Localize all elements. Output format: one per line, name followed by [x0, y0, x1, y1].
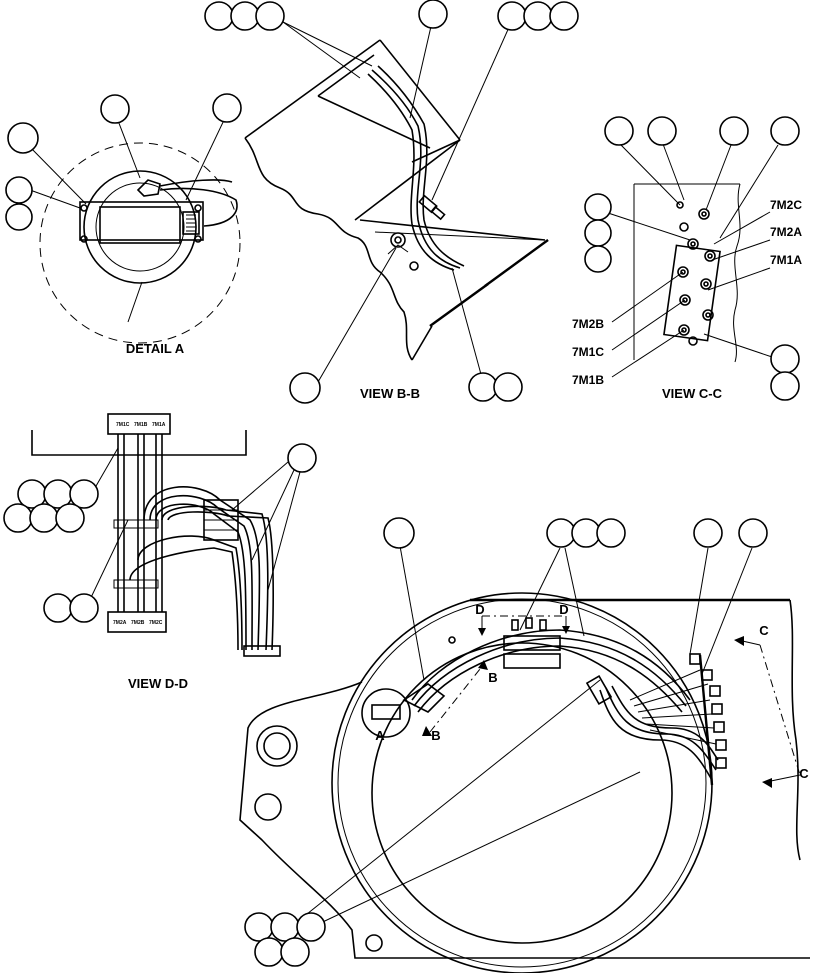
- detail-a-boundary: [39, 142, 241, 344]
- svg-text:7M2C: 7M2C: [149, 620, 163, 626]
- callout-balloon: [604, 116, 634, 146]
- ring-inner: [371, 642, 673, 944]
- callout-balloon: [468, 372, 498, 402]
- callout-balloon: [693, 518, 723, 548]
- callout-balloon: [584, 245, 612, 273]
- callout-balloon: [287, 443, 317, 473]
- callout-balloon: [270, 912, 300, 942]
- callout-balloon: [244, 912, 274, 942]
- callout-balloon: [100, 94, 130, 124]
- callout-balloon: [418, 0, 448, 29]
- callout-balloon: [29, 503, 59, 533]
- callout-balloon: [55, 503, 85, 533]
- callout-balloon: [584, 193, 612, 221]
- svg-text:7M1C: 7M1C: [116, 422, 130, 428]
- callout-balloon: [770, 116, 800, 146]
- section-marker: B: [488, 670, 497, 685]
- svg-text:7M2A: 7M2A: [113, 620, 127, 626]
- callout-balloon: [647, 116, 677, 146]
- view-cc-title: VIEW C-C: [662, 386, 723, 401]
- section-marker: A: [375, 728, 385, 743]
- callout-balloon: [770, 344, 800, 374]
- section-marker: D: [475, 602, 484, 617]
- section-marker: C: [799, 766, 809, 781]
- view-cc: 7M2C 7M2A 7M1A 7M2B 7M1C 7M1B VIEW C-C: [572, 116, 802, 401]
- callout-balloon: [280, 937, 310, 967]
- mounting-hole: [254, 793, 282, 821]
- callout-balloon: [719, 116, 749, 146]
- callout-balloon: [770, 371, 800, 401]
- callout-balloon: [212, 93, 242, 123]
- connector-label-7m1c: 7M1C: [572, 345, 604, 359]
- mounting-hole: [256, 725, 298, 767]
- svg-text:7M2B: 7M2B: [131, 620, 145, 626]
- view-bb: VIEW B-B: [204, 0, 579, 404]
- harness-clamp: [503, 635, 561, 651]
- svg-text:7M1A: 7M1A: [152, 422, 166, 428]
- callout-balloon: [493, 372, 523, 402]
- section-marker: C: [759, 623, 769, 638]
- detail-a-box: [99, 206, 181, 244]
- connector-label-7m2a: 7M2A: [770, 225, 802, 239]
- callout-balloon: [289, 372, 321, 404]
- callout-balloon: [69, 593, 99, 623]
- callout-balloon: [571, 518, 601, 548]
- callout-balloon: [5, 203, 33, 231]
- callout-balloon: [523, 1, 553, 31]
- detail-a-bracket: [79, 201, 204, 241]
- callout-balloon: [738, 518, 768, 548]
- callout-balloon: [69, 479, 99, 509]
- callout-balloon: [254, 937, 284, 967]
- detail-a-inner-ring: [95, 182, 185, 272]
- svg-text:7M1B: 7M1B: [134, 422, 148, 428]
- callout-balloon: [43, 593, 73, 623]
- mounting-hole: [365, 934, 383, 952]
- connector-label-7m2c: 7M2C: [770, 198, 802, 212]
- view-dd-title: VIEW D-D: [128, 676, 188, 691]
- view-dd: 7M1C 7M1B 7M1A 7M2A 7M2B 7M2C: [3, 413, 317, 691]
- callout-balloon: [230, 1, 260, 31]
- callout-balloon: [497, 1, 527, 31]
- terminal-block-top: [107, 413, 171, 435]
- callout-balloon: [5, 176, 33, 204]
- callout-balloon: [383, 517, 415, 549]
- callout-balloon: [584, 219, 612, 247]
- section-marker: D: [559, 602, 568, 617]
- connector-label-7m1a: 7M1A: [770, 253, 802, 267]
- callout-balloon: [255, 1, 285, 31]
- detail-a-marker: [361, 688, 411, 738]
- callout-balloon: [296, 912, 326, 942]
- detail-a-terminal: [182, 211, 200, 235]
- callout-balloon: [549, 1, 579, 31]
- callout-balloon: [546, 518, 576, 548]
- view-bb-title: VIEW B-B: [360, 386, 420, 401]
- connector-label-7m2b: 7M2B: [572, 317, 604, 331]
- main-assembly: D D B B A C C: [239, 517, 810, 973]
- detail-a-view: DETAIL A: [5, 93, 242, 356]
- wire-tie: [243, 645, 281, 657]
- callout-balloon: [204, 1, 234, 31]
- connector-label-7m1b: 7M1B: [572, 373, 604, 387]
- callout-balloon: [596, 518, 626, 548]
- section-marker: B: [431, 728, 440, 743]
- callout-balloon: [7, 122, 39, 154]
- callout-balloon: [3, 503, 33, 533]
- terminal-block-bottom: [107, 611, 167, 633]
- detail-a-title: DETAIL A: [126, 341, 185, 356]
